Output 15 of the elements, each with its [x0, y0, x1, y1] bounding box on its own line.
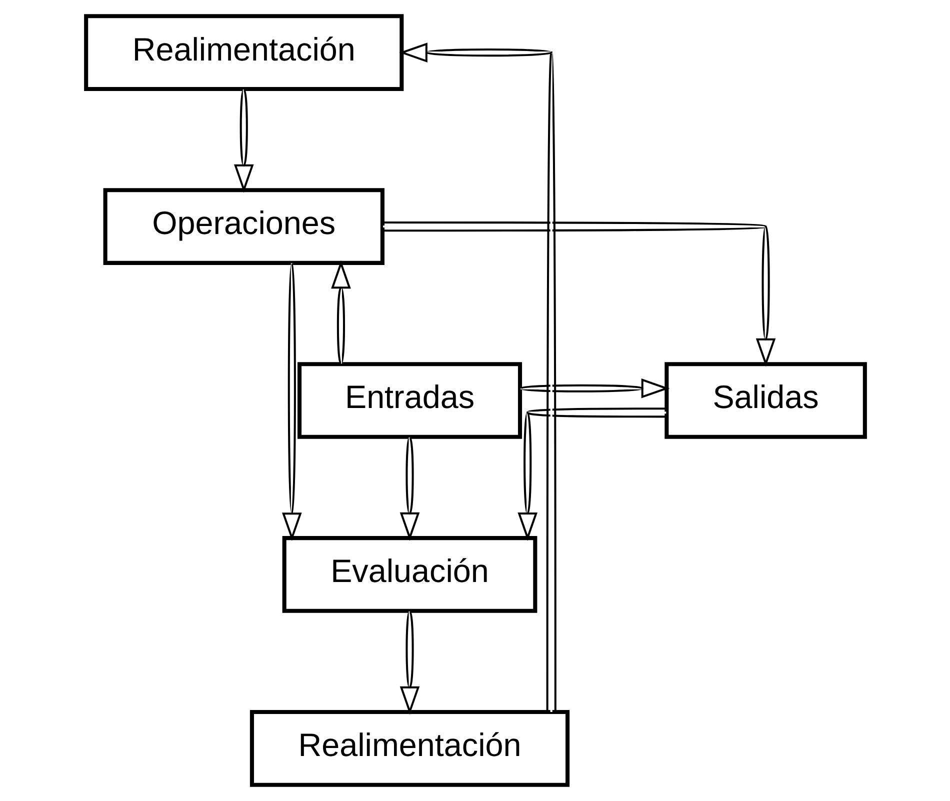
arrow	[398, 42, 556, 712]
node-box: Salidas	[664, 362, 866, 439]
node-box: Realimentación	[84, 14, 404, 91]
node-box: Entradas	[296, 362, 522, 439]
arrow	[282, 262, 302, 541]
arrow	[399, 436, 420, 541]
node-box: Evaluación	[282, 536, 537, 613]
node-box: Operaciones	[102, 188, 384, 265]
arrow	[330, 260, 350, 364]
node-box: Realimentación	[249, 710, 570, 787]
arrow	[382, 221, 776, 367]
arrow	[517, 408, 666, 541]
arrow	[399, 610, 420, 715]
arrow	[520, 378, 670, 398]
arrow	[233, 88, 254, 193]
